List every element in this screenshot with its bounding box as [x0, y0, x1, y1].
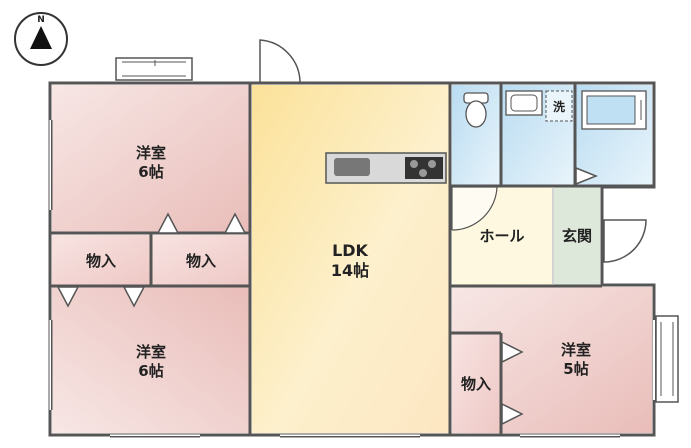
washbasin-icon	[505, 90, 543, 116]
ldk	[252, 85, 450, 433]
compass: N	[14, 12, 68, 66]
western-room-bottom	[52, 287, 250, 433]
washer-space: 洗	[545, 90, 573, 122]
storage-middle-label: 物入	[186, 252, 216, 270]
ldk-size: 14帖	[331, 261, 369, 280]
storage-right	[452, 333, 500, 433]
entrance-label: 玄関	[562, 227, 592, 245]
kitchen-counter	[325, 152, 447, 184]
storage-left	[52, 235, 150, 285]
room-top-size: 6帖	[138, 163, 163, 181]
room-bottom-size: 6帖	[138, 362, 163, 380]
entrance	[554, 187, 600, 285]
storage-right-label: 物入	[461, 375, 491, 393]
room-bottom-name: 洋室	[136, 343, 166, 361]
compass-letter: N	[37, 15, 45, 25]
western-room-top	[52, 85, 250, 233]
wall-windows	[49, 120, 655, 436]
room-right-name: 洋室	[561, 341, 591, 359]
toilet-icon	[463, 92, 489, 128]
compass-arrow-icon	[30, 26, 52, 49]
ldk-top-door	[259, 39, 301, 84]
ldk-name: LDK	[332, 241, 368, 260]
right-bay-window	[655, 315, 679, 403]
storage-middle	[152, 235, 250, 285]
room-right-size: 5帖	[563, 360, 588, 378]
closet-doors	[56, 166, 599, 426]
bathtub-icon	[581, 90, 647, 130]
washer-label: 洗	[553, 99, 565, 114]
room-top-name: 洋室	[136, 144, 166, 162]
hall-label: ホール	[479, 227, 524, 245]
top-window	[115, 57, 193, 81]
hall-door	[451, 186, 498, 231]
storage-left-label: 物入	[86, 252, 116, 270]
entrance-door	[603, 219, 647, 263]
sink-icon	[334, 158, 370, 176]
window-frames	[48, 120, 620, 438]
